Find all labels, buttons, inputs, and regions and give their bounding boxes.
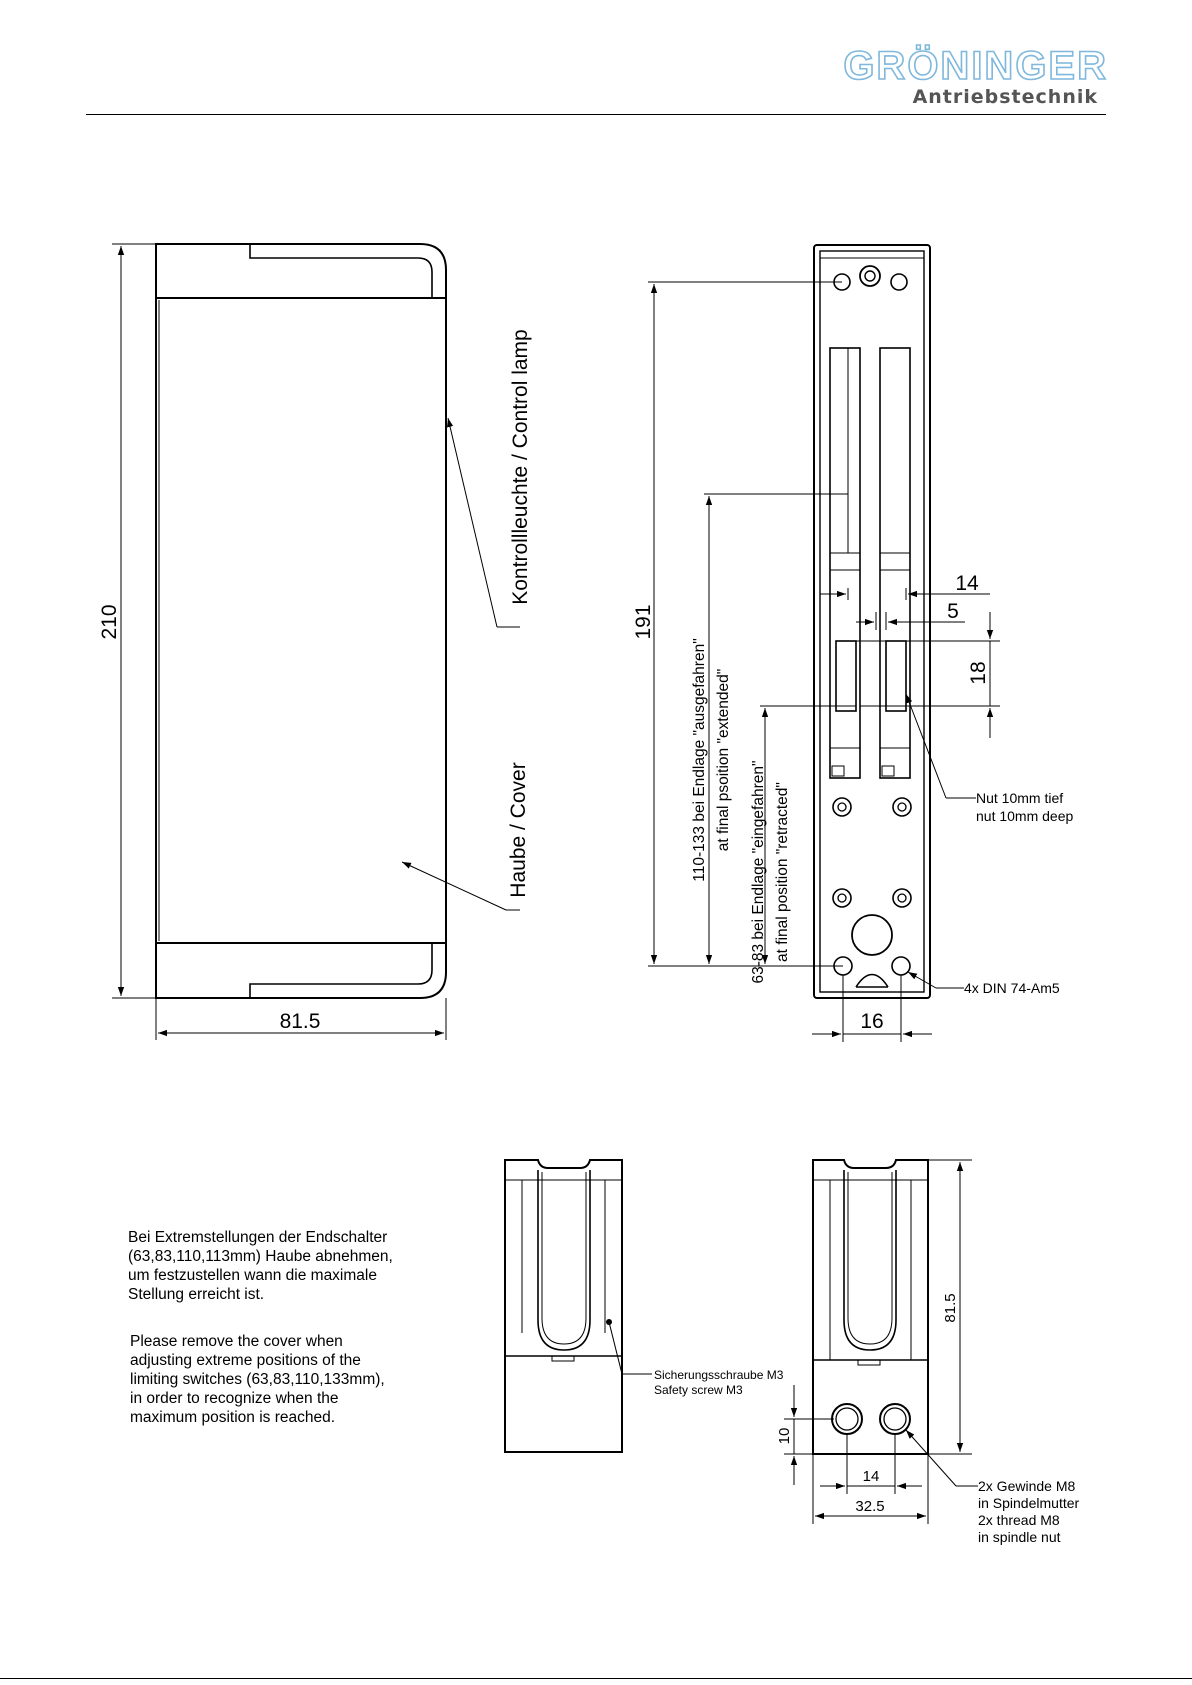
retracted-label-1: 63-83 bei Endlage "eingefahren" xyxy=(750,760,767,983)
logo-subtitle: Antriebstechnik xyxy=(912,86,1098,108)
dim-retracted xyxy=(760,705,856,964)
dim-81-5-bottom xyxy=(928,1159,972,1455)
front-view xyxy=(813,244,931,999)
dim-210-label: 210 xyxy=(98,604,121,639)
bottom-right-outline xyxy=(812,1159,929,1455)
extended-label-2: at final psoition "extended" xyxy=(715,669,732,852)
dim-81-5 xyxy=(155,998,447,1040)
dim-14-bottom xyxy=(820,1434,922,1494)
side-view-cover xyxy=(155,297,447,944)
bottom-right-view xyxy=(812,1159,929,1455)
pin-leader xyxy=(907,971,964,989)
dim-14-front-label: 14 xyxy=(955,572,979,595)
header-rule xyxy=(86,114,1106,115)
dim-14-front xyxy=(820,588,990,600)
thread-leader xyxy=(905,1429,978,1487)
groove-leader xyxy=(905,693,976,799)
bottom-left-view xyxy=(504,1159,623,1453)
side-view-outline xyxy=(155,243,447,999)
logo-wordmark: GRÖNINGER xyxy=(843,43,1108,89)
pin-label: 4x DIN 74-Am5 xyxy=(964,980,1060,996)
dim-210 xyxy=(112,243,156,999)
screw-label-2: Safety screw M3 xyxy=(654,1383,743,1397)
groeninger-logo: GRÖNINGER Antriebstechnik xyxy=(818,43,1108,112)
dim-32-5 xyxy=(812,1454,929,1524)
extended-label-1: 110-133 bei Endlage "ausgefahren" xyxy=(691,638,708,881)
bottom-left-outline xyxy=(504,1159,623,1453)
groove-label-2: nut 10mm deep xyxy=(976,808,1073,824)
note-german: Bei Extremstellungen der Endschalter (63… xyxy=(128,1229,393,1303)
screw-leader xyxy=(608,1321,652,1375)
dim-14-bottom-label: 14 xyxy=(863,1468,880,1485)
dim-16 xyxy=(812,975,932,1042)
thread-label-3: 2x thread M8 xyxy=(978,1512,1060,1528)
lamp-leader xyxy=(446,417,520,628)
dim-81-5-label: 81.5 xyxy=(280,1010,321,1033)
dim-5 xyxy=(856,612,965,630)
cover-leader xyxy=(401,861,520,911)
footer-rule xyxy=(0,1678,1192,1679)
thread-label-4: in spindle nut xyxy=(978,1529,1061,1545)
dim-191 xyxy=(648,281,843,967)
side-view xyxy=(155,243,447,999)
dim-16-label: 16 xyxy=(860,1010,883,1033)
note-english: Please remove the cover when adjusting e… xyxy=(130,1333,385,1426)
thread-label-1: 2x Gewinde M8 xyxy=(978,1478,1075,1494)
dim-81-5-bottom-label: 81.5 xyxy=(942,1293,959,1322)
groove-label-1: Nut 10mm tief xyxy=(976,790,1063,806)
dim-18 xyxy=(856,612,1000,738)
dim-18-label: 18 xyxy=(967,661,990,684)
dim-32-5-label: 32.5 xyxy=(855,1498,884,1515)
cover-label: Haube / Cover xyxy=(507,762,530,897)
thread-label-2: in Spindelmutter xyxy=(978,1495,1080,1511)
lamp-label: Kontrollleuchte / Control lamp xyxy=(509,329,532,604)
screw-label-1: Sicherungsschraube M3 xyxy=(654,1368,784,1382)
dim-5-label: 5 xyxy=(947,600,959,623)
dim-10 xyxy=(784,1385,834,1485)
dim-191-label: 191 xyxy=(632,604,655,639)
retracted-label-2: at final position "retracted" xyxy=(774,782,791,962)
dim-extended xyxy=(704,493,848,964)
dim-10-label: 10 xyxy=(776,1428,793,1445)
